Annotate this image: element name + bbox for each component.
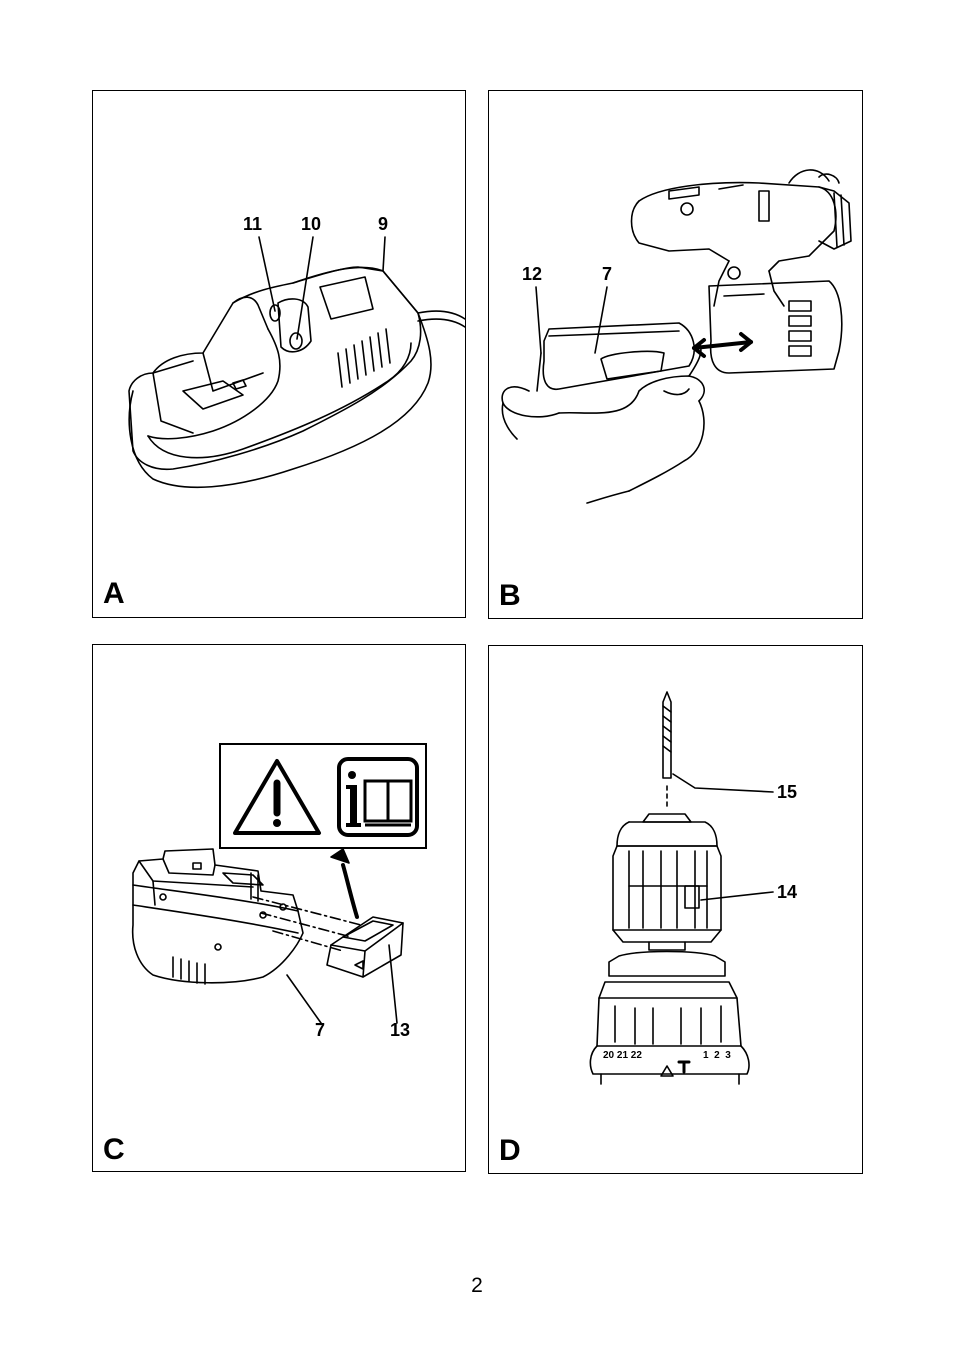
figure-panel-c: 7 13 C <box>92 644 466 1172</box>
battery-insertion-illustration <box>501 169 852 504</box>
callout-12: 12 <box>522 264 543 284</box>
panel-label-b: B <box>499 579 521 612</box>
callout-15: 15 <box>777 782 798 802</box>
warning-info-box <box>219 743 427 849</box>
panel-label-c: C <box>103 1133 125 1166</box>
panel-label-a: A <box>103 577 125 610</box>
read-manual-icon <box>337 757 419 837</box>
torque-dial-numbers-left: 20 21 22 <box>603 1050 642 1061</box>
callout-14: 14 <box>777 882 798 902</box>
panel-label-d: D <box>499 1134 521 1167</box>
callout-10: 10 <box>301 214 322 234</box>
warning-triangle-icon <box>233 759 321 835</box>
battery-and-sensor-illustration <box>131 848 404 1024</box>
page-number: 2 <box>471 1274 483 1297</box>
callout-11: 11 <box>243 214 263 234</box>
callout-7: 7 <box>602 264 613 284</box>
figure-panel-a: 11 10 9 A <box>92 90 466 618</box>
drill-chuck-illustration <box>589 691 774 1085</box>
torque-dial-numbers-right: 1 2 3 <box>703 1050 731 1061</box>
figure-panel-d: 15 14 20 21 22 1 2 3 D <box>488 645 863 1174</box>
battery-charger-illustration <box>128 236 466 489</box>
callout-9: 9 <box>378 214 389 234</box>
callout-13: 13 <box>390 1020 411 1040</box>
callout-7: 7 <box>315 1020 326 1040</box>
figure-panel-b: 12 7 B <box>488 90 863 619</box>
